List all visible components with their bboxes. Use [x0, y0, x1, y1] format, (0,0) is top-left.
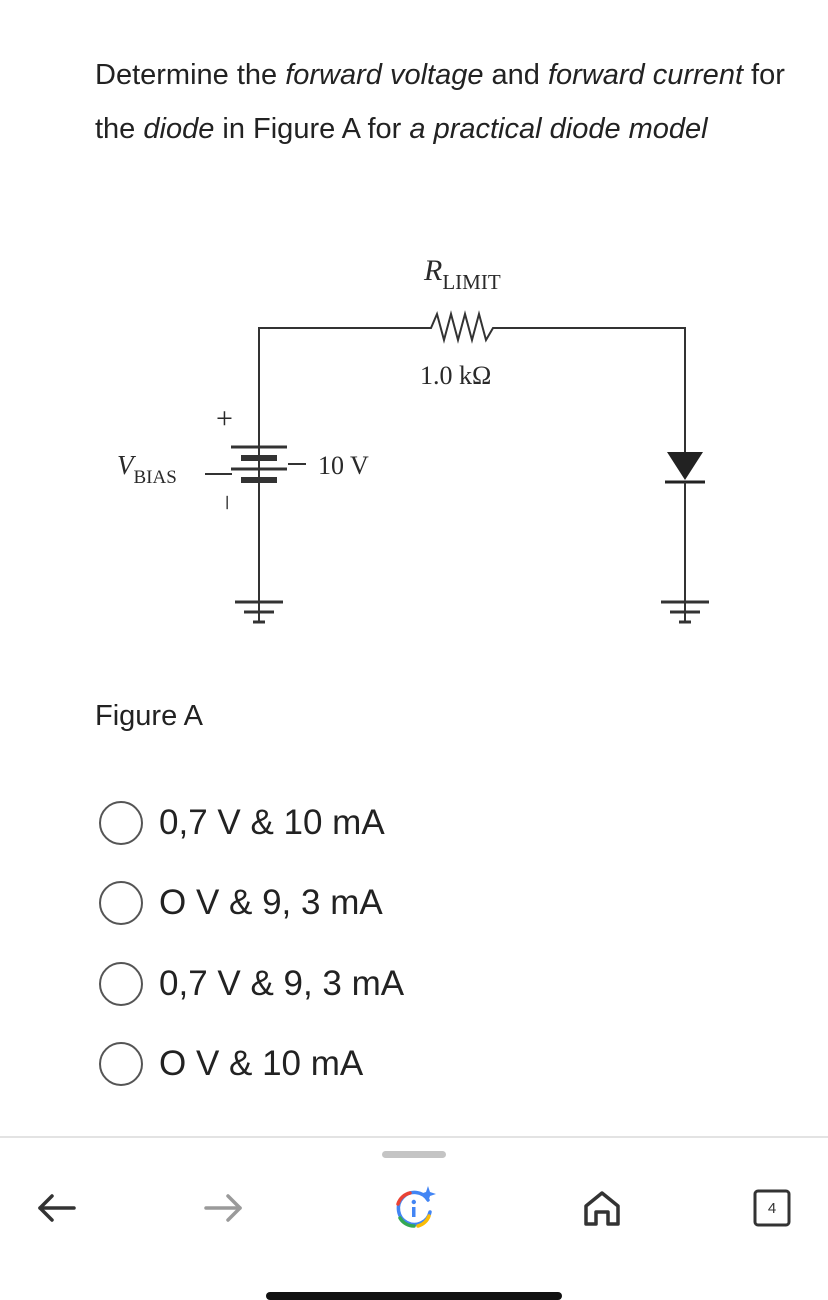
- figure-caption: Figure A: [95, 700, 203, 732]
- minus-sign: –: [215, 495, 244, 510]
- home-button[interactable]: [572, 1178, 632, 1238]
- tab-count: 4: [767, 1199, 777, 1217]
- resistor-value: 1.0 kΩ: [420, 361, 491, 390]
- radio-button[interactable]: [99, 962, 143, 1006]
- google-lens-icon: [396, 1186, 436, 1228]
- question-emphasis: a practical diode model: [409, 113, 708, 145]
- diode-symbol: [667, 452, 703, 480]
- option-label: O V & 10 mA: [159, 1044, 364, 1083]
- option-label: 0,7 V & 10 mA: [159, 803, 385, 842]
- question-segment: and: [483, 59, 548, 91]
- source-label: VBIAS: [117, 450, 177, 488]
- forward-button[interactable]: [194, 1178, 254, 1238]
- question-text: Determine the forward voltage and forwar…: [95, 48, 785, 156]
- answer-option-3[interactable]: 0,7 V & 9, 3 mA: [99, 961, 404, 1007]
- answer-option-2[interactable]: O V & 9, 3 mA: [99, 880, 383, 926]
- question-emphasis: diode: [143, 113, 215, 145]
- browser-bottom-bar: 4: [0, 1136, 828, 1300]
- radio-button[interactable]: [99, 1042, 143, 1086]
- tabs-button[interactable]: 4: [742, 1178, 802, 1238]
- resistor-symbol: [425, 310, 505, 344]
- arrow-right-icon: [204, 1194, 242, 1222]
- tab-count-icon: [753, 1189, 791, 1227]
- drag-handle[interactable]: [382, 1151, 446, 1158]
- google-lens-button[interactable]: [384, 1178, 444, 1238]
- resistor-label: RLIMIT: [423, 254, 501, 294]
- home-indicator[interactable]: [266, 1292, 562, 1300]
- source-value: 10 V: [318, 451, 369, 480]
- question-emphasis: forward voltage: [285, 59, 484, 91]
- question-segment: in Figure A for: [214, 113, 410, 145]
- plus-sign: +: [216, 402, 233, 435]
- radio-button[interactable]: [99, 881, 143, 925]
- back-button[interactable]: [26, 1178, 86, 1238]
- circuit-diagram: RLIMIT 1.0 kΩ + – VBIAS 10 V: [117, 254, 709, 624]
- question-emphasis: forward current: [547, 59, 743, 91]
- question-segment: Determine the: [95, 59, 286, 91]
- home-icon: [584, 1191, 620, 1226]
- answer-option-4[interactable]: O V & 10 mA: [99, 1041, 363, 1087]
- option-label: 0,7 V & 9, 3 mA: [159, 964, 405, 1003]
- option-label: O V & 9, 3 mA: [159, 883, 383, 922]
- wire-top-right: [505, 327, 686, 452]
- question-segment: for the: [95, 59, 785, 145]
- answer-option-1[interactable]: 0,7 V & 10 mA: [99, 800, 385, 846]
- arrow-left-icon: [38, 1194, 76, 1222]
- radio-button[interactable]: [99, 801, 143, 845]
